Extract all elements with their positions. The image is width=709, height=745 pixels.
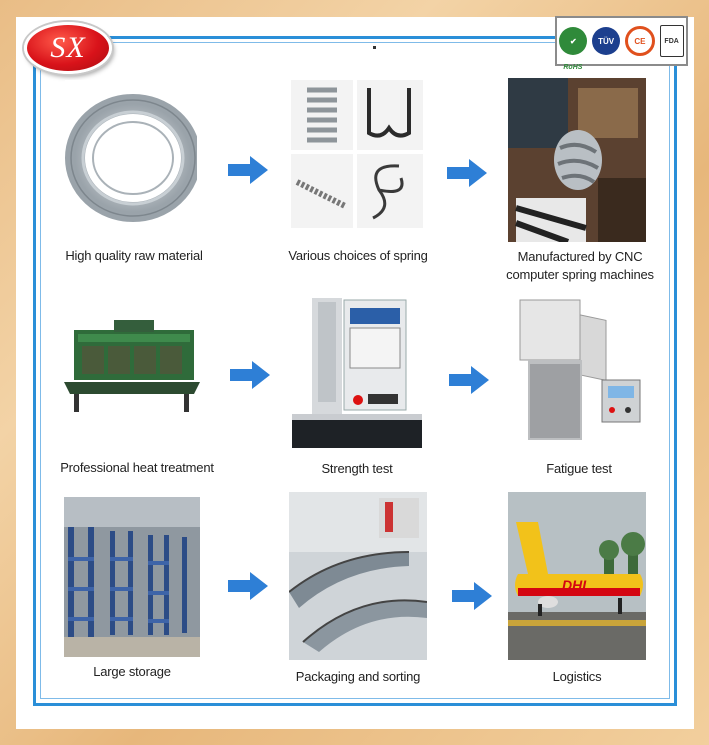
arrow-right-icon [447,159,487,187]
rohs-icon: ✔ [559,27,588,55]
caption-packaging: Packaging and sorting [295,669,421,684]
stray-dot [373,46,376,49]
caption-spring-choices: Various choices of spring [288,248,428,263]
rohs-label: RoHS [563,64,583,71]
warehouse-image [64,497,200,657]
tuv-label: TÜV [598,36,615,46]
arrow-right-icon [449,366,489,394]
border-inner-left [40,42,41,699]
border-top [33,36,677,39]
ce-icon: CE [624,26,655,56]
arrow-right-icon [452,582,492,610]
arrow-right-icon [228,572,268,600]
cnc-machine-image [508,78,646,242]
logo-text: SX [50,31,86,64]
conveyor-image [289,492,427,660]
caption-heat-treatment: Professional heat treatment [60,460,214,475]
caption-strength-test: Strength test [321,461,393,476]
border-inner-top [40,42,670,43]
certification-badges: ✔ RoHS TÜV CE FDA [555,16,688,71]
border-bottom [33,703,677,706]
ce-label: CE [634,36,646,46]
border-right [674,36,677,706]
rohs-badge: ✔ RoHS [559,27,588,71]
heat-treatment-furnace-image [64,290,200,445]
border-inner-right [669,42,670,699]
caption-cnc: Manufactured by CNC computer spring mach… [506,249,654,282]
tuv-icon: TÜV [592,27,621,55]
wire-coil-image [65,80,197,230]
caption-raw-material: High quality raw material [65,248,203,263]
cargo-plane-image: DHL [508,492,646,660]
arrow-right-icon [230,361,270,389]
border-left [33,36,36,706]
caption-fatigue-test: Fatigue test [546,461,612,476]
fda-icon: FDA [659,25,684,57]
caption-logistics: Logistics [552,669,602,684]
company-logo: SX [24,22,112,74]
caption-large-storage: Large storage [93,664,171,679]
spring-samples-image [289,78,425,230]
strength-tester-image [288,290,426,452]
fda-label: FDA [664,37,679,45]
arrow-right-icon [228,156,268,184]
fatigue-tester-image [510,290,648,452]
svg-text:DHL: DHL [562,577,591,593]
border-inner-bottom [40,698,670,699]
